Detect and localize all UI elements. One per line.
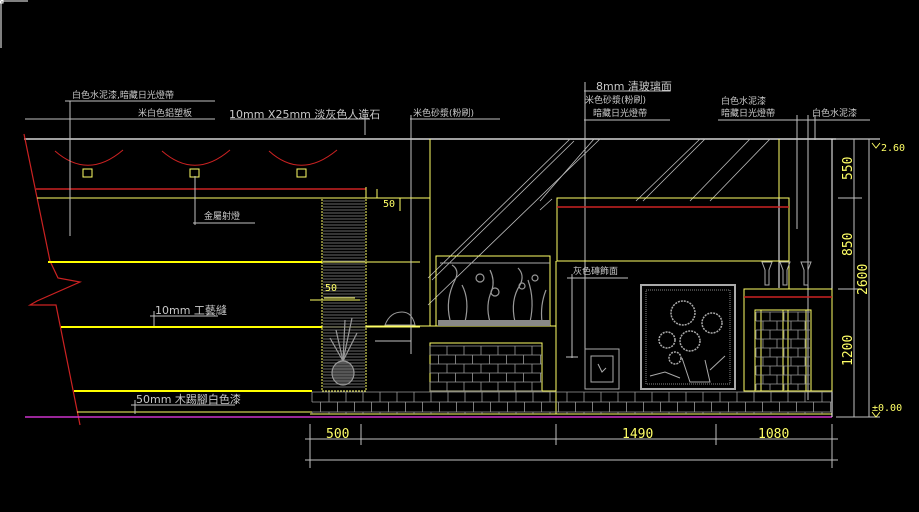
top-yellow-lines xyxy=(310,189,401,301)
dim-2600: 2600 xyxy=(856,263,871,295)
label-glass-8mm: 8mm 清玻璃面 xyxy=(596,80,672,93)
dim-500: 500 xyxy=(326,427,350,442)
right-cabinet xyxy=(743,260,833,392)
base-brick-band xyxy=(311,391,832,414)
small-picture-frame xyxy=(584,348,620,390)
label-hidden-light-1: 暗藏日光燈帶 xyxy=(593,109,648,119)
label-gray-brick: 灰色磚飾面 xyxy=(573,267,619,277)
dim-50-top: 50 xyxy=(383,199,396,210)
label-white-cement-1: 白色水泥漆 xyxy=(721,97,767,107)
stair-glass-diagonals xyxy=(427,138,771,306)
cabinet-bricks xyxy=(755,311,810,390)
sunflower-painting xyxy=(640,284,736,390)
dim-550: 550 xyxy=(841,156,856,180)
label-aluminum-panel: 米白色鋁塑板 xyxy=(138,109,193,119)
vase-with-branches xyxy=(329,317,358,386)
dim-1490: 1490 xyxy=(622,427,654,442)
aquarium-plants xyxy=(438,264,550,326)
horizontal-dimension-lines xyxy=(305,424,838,468)
dim-850: 850 xyxy=(841,232,856,256)
dim-1200: 1200 xyxy=(841,334,856,366)
dim-50-column: 50 xyxy=(325,283,338,294)
leader-lines xyxy=(25,82,870,414)
label-metal-spotlight: 金屬射燈 xyxy=(204,212,241,222)
elevation-top: 2.60 xyxy=(881,143,906,154)
dim-1080: 1080 xyxy=(758,427,790,442)
label-sand-paint-right: 米色砂漿(粉刷) xyxy=(585,96,647,106)
striped-column xyxy=(321,197,367,392)
label-skirting-50mm: 50mm 木踢腳白色漆 xyxy=(136,393,241,406)
decor-bottles xyxy=(761,261,812,286)
brick-planter xyxy=(429,345,542,392)
skirting-lines xyxy=(77,261,420,413)
label-white-cement-hidden-light: 白色水泥漆,暗藏日光燈帶 xyxy=(72,91,174,101)
ceiling-lights xyxy=(54,149,338,178)
small-plant xyxy=(384,311,416,326)
label-stone-strip: 10mm X25mm 淡灰色人造石 xyxy=(229,108,381,121)
label-sand-paint-left: 米色砂漿(粉刷) xyxy=(413,109,475,119)
label-groove-10mm: 10mm 工藝縫 xyxy=(155,304,227,317)
vertical-dimension-lines xyxy=(836,138,880,418)
label-hidden-light-2: 暗藏日光燈帶 xyxy=(721,109,776,119)
elevation-markers xyxy=(871,142,881,418)
elevation-floor: ±0.00 xyxy=(872,403,903,414)
ucs-icon xyxy=(0,0,28,48)
soffit xyxy=(36,187,367,199)
wall-panel-grooves xyxy=(48,261,322,392)
label-white-cement-2: 白色水泥漆 xyxy=(812,109,858,119)
left-wall-section xyxy=(23,133,83,426)
